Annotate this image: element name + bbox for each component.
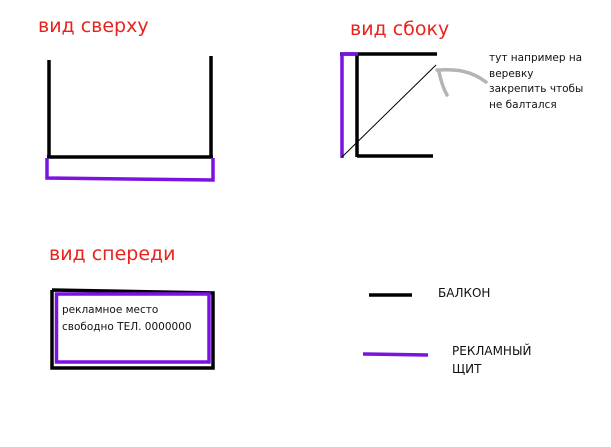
ad-text-line: свободно ТЕЛ. 0000000 (62, 321, 192, 333)
side-view-note-line: веревку (489, 67, 534, 80)
top-view-drawing (45, 56, 215, 182)
arrow-tail-icon (437, 70, 449, 97)
side-view-drawing (340, 52, 488, 158)
front-view-label: вид спереди (49, 243, 176, 265)
top-view-label: вид сверху (38, 15, 149, 37)
side-view-billboard (340, 52, 358, 158)
side-view-note-line: закрепить чтобы (489, 83, 584, 95)
top-view-billboard (45, 158, 215, 182)
legend-billboard-line-2: ЩИТ (452, 362, 482, 376)
legend-billboard-label: РЕКЛАМНЫЙ ЩИТ (452, 342, 532, 378)
front-view-balcony (50, 288, 215, 370)
front-view-drawing (50, 288, 215, 370)
side-view-label: вид сбоку (350, 18, 450, 40)
legend-billboard-line (362, 352, 429, 357)
front-view-billboard (54, 292, 211, 364)
side-view-note-line: не балтался (489, 98, 557, 111)
side-view-note-line: тут например на (489, 52, 583, 64)
billboard-ad-text: рекламное место свободно ТЕЛ. 0000000 (62, 302, 192, 336)
side-view-rope (341, 64, 437, 158)
legend-billboard-line-1: РЕКЛАМНЫЙ (452, 344, 532, 358)
legend-balcony-label: БАЛКОН (438, 286, 491, 300)
curved-arrow-icon (435, 67, 488, 84)
side-view-note: тут например на веревку закрепить чтобы … (489, 51, 599, 113)
ad-text-line: рекламное место (62, 304, 159, 316)
